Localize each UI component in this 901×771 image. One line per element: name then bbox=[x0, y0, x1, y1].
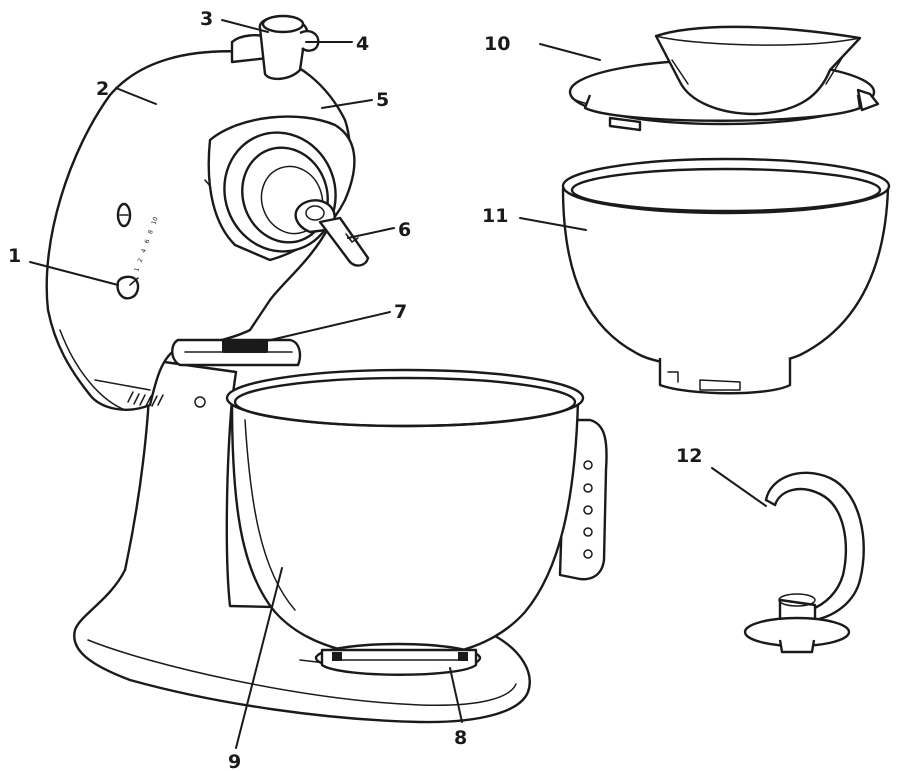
dough-hook bbox=[743, 471, 865, 654]
callout-1: 1 bbox=[8, 245, 21, 267]
callout-8: 8 bbox=[454, 727, 467, 749]
bowl-clamping-plate bbox=[314, 642, 482, 676]
speed-label-2: 2 bbox=[137, 257, 145, 263]
callout-5: 5 bbox=[376, 89, 389, 111]
speed-label-4: 4 bbox=[140, 248, 148, 254]
callout-10: 10 bbox=[484, 33, 510, 55]
beater-shaft[interactable] bbox=[294, 199, 370, 267]
callout-9: 9 bbox=[228, 751, 241, 771]
callout-labels: 1 2 3 4 5 6 7 8 9 10 11 12 bbox=[8, 8, 702, 771]
speed-label-1: 1 bbox=[133, 267, 141, 273]
pouring-shield[interactable] bbox=[568, 25, 880, 132]
speed-label-6: 6 bbox=[144, 238, 152, 244]
callout-4: 4 bbox=[356, 33, 369, 55]
callout-6: 6 bbox=[398, 219, 411, 241]
attachment-hub[interactable] bbox=[230, 14, 320, 81]
speed-control-lever[interactable] bbox=[116, 275, 140, 300]
spare-bowl bbox=[561, 157, 891, 395]
speed-scale: 1 2 4 6 8 10 bbox=[133, 216, 159, 273]
speed-label-8: 8 bbox=[147, 229, 155, 235]
speed-label-10: 10 bbox=[150, 216, 159, 226]
callout-11: 11 bbox=[482, 205, 508, 227]
callout-12: 12 bbox=[676, 445, 702, 467]
callout-3: 3 bbox=[200, 8, 213, 30]
leader-lines bbox=[29, 19, 767, 749]
callout-2: 2 bbox=[96, 78, 109, 100]
lock-release-lever[interactable] bbox=[171, 338, 302, 367]
callout-7: 7 bbox=[394, 301, 407, 323]
mixing-bowl[interactable] bbox=[225, 368, 608, 660]
bowl-handle-grips bbox=[583, 460, 593, 559]
vent-slots bbox=[127, 391, 164, 407]
